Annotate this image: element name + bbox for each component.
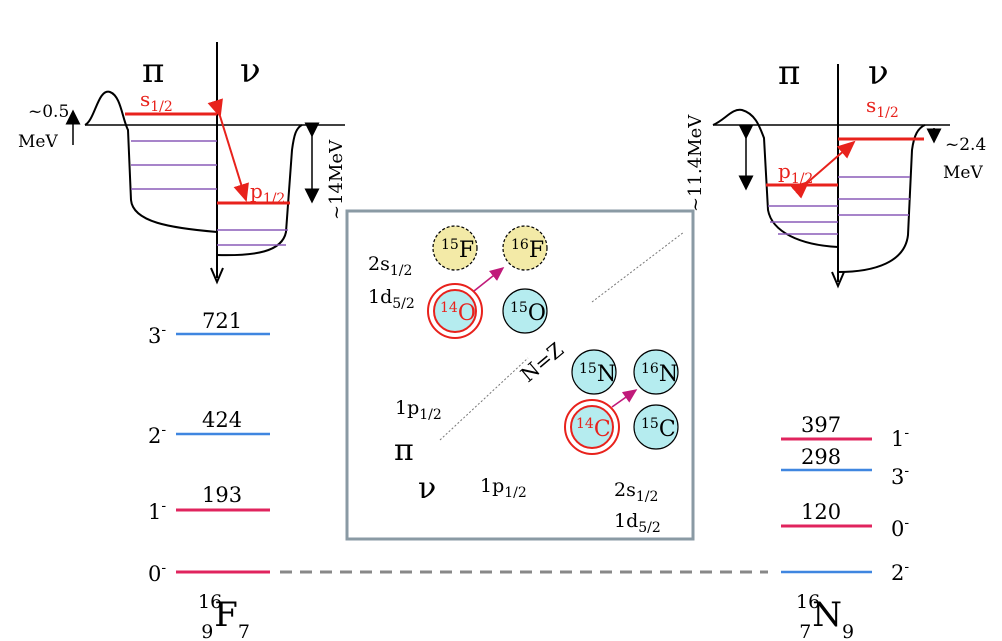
right-axis-arrowhead [831,271,845,289]
left-level-energy: 424 [202,408,242,432]
nuclide-16F-label: 16F [511,237,544,263]
left-pi-label: π [142,51,164,91]
right-p-label: p1/2 [778,159,813,187]
inset-neutron-1d: 1d5/2 [614,510,661,536]
left-depth-small-value: ~0.5 [28,102,69,122]
nuclide-15F-label: 15F [441,237,474,263]
inset-shell-2s: 2s1/2 [368,253,412,279]
left-s-label: s1/2 [140,87,173,115]
left-potential-well: π ν ~0.5 MeV s1/2 p1/2 ~14MeV [18,42,347,285]
right-depth-small-value: ~2.4 [945,135,986,155]
nuclide-16F [502,225,548,271]
left-p-label: p1/2 [250,179,285,207]
right-level-spin: 0- [891,515,909,541]
inset-neutron-1p: 1p1/2 [480,475,527,501]
right-depth-label: ~11.4MeV [685,114,706,212]
nuclide-15F [432,225,478,271]
nuclide-15N [571,349,617,395]
nuclide-14C-label: 14C [576,416,611,442]
right-potential-well: π ν s1/2 p1/2 ~11.4MeV ~2.4 MeV [685,53,986,289]
right-depth-small-unit: MeV [943,163,983,183]
left-level-spin: 3- [148,322,166,348]
nuclide-14O [433,289,477,333]
left-axis-arrowhead [210,267,224,285]
right-neutron-well [837,124,926,273]
left-transition-arrow [207,98,249,202]
nuclide-16N [633,349,679,395]
nz-diagonal-lower [439,357,529,441]
nuclide-inset: N=Z 2s1/2 1d5/2 1p1/2 π ν 1p1/2 2s1/2 1d… [345,209,695,541]
right-level-energy: 120 [801,500,841,524]
right-level-energy: 298 [801,445,841,469]
inset-shell-1d: 1d5/2 [368,286,415,312]
nuclide-15O-label: 15O [510,300,546,326]
inset-shell-1p: 1p1/2 [395,397,442,423]
nuclide-15C-label: 15C [641,416,676,442]
right-pi-label: π [778,53,800,93]
left-level-energy: 721 [202,309,242,333]
nuclide-14O-outer-ring [427,283,483,339]
left-depth-small-unit: MeV [18,132,58,152]
left-proton-well [84,90,218,233]
nuclide-15N-label: 15N [579,361,616,387]
nuclide-15O [502,288,548,334]
inset-neutron-2s: 2s1/2 [614,479,658,505]
left-level-spin: 2- [148,422,166,448]
nuclide-14C [570,405,614,449]
right-level-energy: 397 [801,413,841,437]
right-nu-label: ν [868,53,889,93]
nuclide-14O-label: 14O [440,300,476,326]
transfer-arrow-upper [473,267,505,292]
inset-pi-label: π [394,433,414,468]
right-s-label: s1/2 [866,93,899,121]
left-nu-label: ν [240,51,261,91]
left-level-energy: 193 [202,483,242,507]
right-level-spin: 3- [891,463,909,489]
right-proton-well [712,108,839,248]
right-level-spin: 1- [891,425,909,451]
right-level-spin: 2- [891,559,909,585]
left-level-spin: 0- [148,560,166,586]
right-transition-arrow [790,140,856,199]
nuclide-15C [633,404,679,450]
inset-nu-label: ν [418,471,436,506]
left-neutron-well [216,124,303,257]
left-depth-label: ~14MeV [326,139,347,220]
nuclide-16N-label: 16N [641,361,678,387]
nz-diagonal-upper [591,231,685,303]
left-level-spin: 1- [148,498,166,524]
transfer-arrow-lower [611,389,638,408]
nuclide-14C-outer-ring [564,399,620,455]
